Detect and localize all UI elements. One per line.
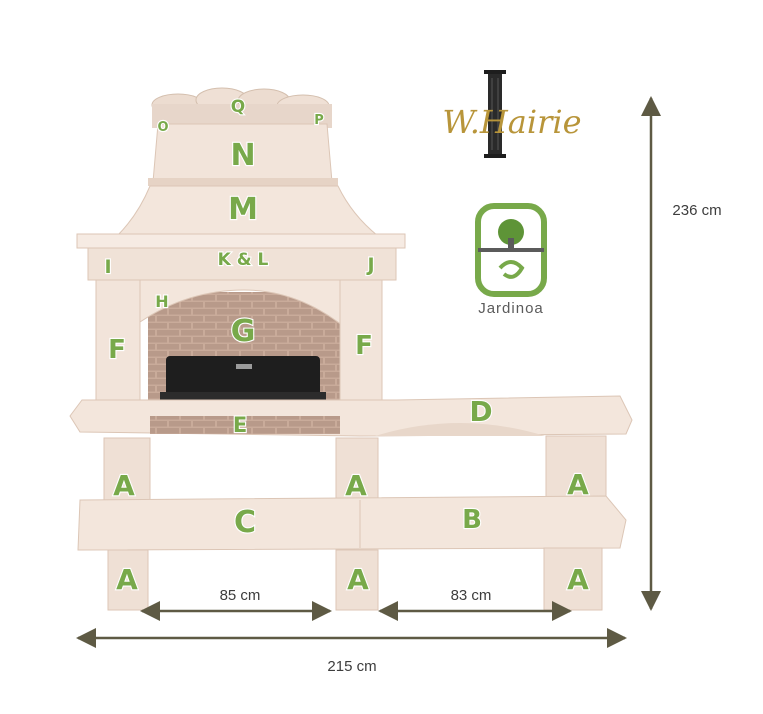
- barbecue-illustration: [69, 87, 633, 611]
- part-label-a-bot-left: A: [116, 563, 138, 596]
- part-label-b: B: [462, 505, 482, 535]
- part-label-f-left: F: [108, 335, 126, 365]
- support-right-lower: [543, 547, 603, 611]
- brand-script-text: W.Hairie: [442, 103, 581, 141]
- part-label-a-bot-right: A: [567, 563, 589, 596]
- support-center-lower: [335, 549, 379, 611]
- part-labels: Q O P N M K & L I J H G F F E D A A A C …: [103, 96, 590, 597]
- part-label-a-bot-center: A: [347, 563, 369, 596]
- brand-jardinoa-text: Jardinoa: [478, 300, 544, 317]
- part-label-a-mid-center: A: [345, 469, 367, 502]
- right-opening-dimension: 83 cm: [451, 587, 492, 604]
- part-label-a-mid-right: A: [567, 468, 589, 501]
- side-arch: [375, 423, 545, 436]
- part-label-kl: K & L: [218, 250, 269, 270]
- part-label-a-mid-left: A: [113, 469, 135, 502]
- part-label-p: P: [314, 113, 324, 128]
- lower-shelf: [77, 495, 627, 551]
- part-label-h: H: [155, 292, 168, 311]
- arch: [139, 279, 349, 332]
- part-label-o: O: [157, 120, 168, 135]
- left-opening-dimension: 85 cm: [220, 587, 261, 604]
- total-width-dimension: 215 cm: [327, 658, 376, 675]
- support-right-upper: [545, 435, 607, 501]
- part-label-q: Q: [231, 97, 245, 117]
- height-dimension: 236 cm: [672, 202, 721, 219]
- part-label-f-right: F: [355, 331, 373, 361]
- part-label-c: C: [234, 505, 256, 540]
- support-left-upper: [103, 437, 151, 501]
- dimension-lines: 85 cm 83 cm 215 cm 236 cm: [76, 96, 722, 675]
- tree-icon: [498, 219, 524, 245]
- part-label-n: N: [230, 138, 255, 173]
- cornice: [76, 233, 406, 249]
- part-label-m: M: [228, 192, 258, 227]
- support-left-lower: [107, 549, 149, 611]
- part-label-i: I: [104, 256, 111, 278]
- grill: [160, 356, 326, 406]
- part-label-g: G: [231, 314, 256, 349]
- brand-logo-hairie: W.Hairie: [442, 70, 582, 158]
- support-center-upper: [335, 437, 379, 501]
- brand-logo-jardinoa: Jardinoa: [475, 203, 547, 317]
- part-label-j: J: [365, 254, 374, 276]
- part-label-e: E: [233, 413, 247, 437]
- part-label-d: D: [469, 395, 492, 428]
